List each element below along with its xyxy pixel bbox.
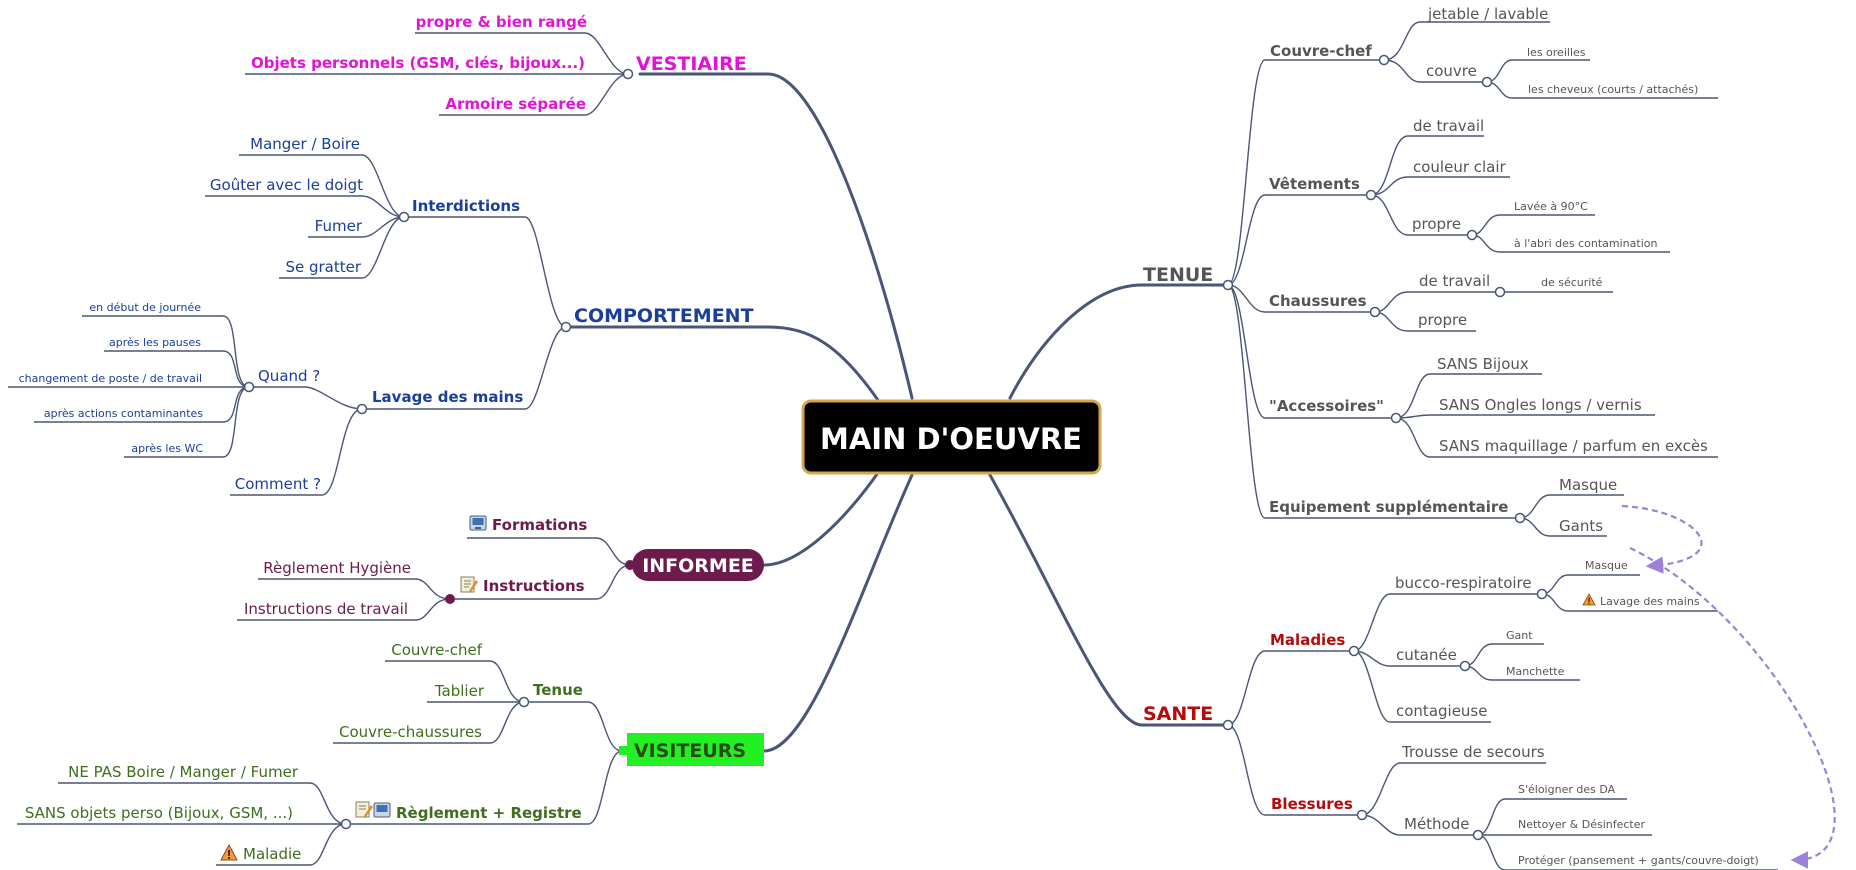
visiteurs-tenue-item[interactable]: Tablier bbox=[434, 682, 485, 700]
visiteurs-tenue-label[interactable]: Tenue bbox=[533, 681, 583, 699]
quand-item[interactable]: après les pauses bbox=[109, 336, 201, 349]
relationship-arrows bbox=[1621, 504, 1836, 869]
branch-informee[interactable]: INFORMEE bbox=[632, 549, 764, 581]
instructions-item[interactable]: Règlement Hygiène bbox=[263, 559, 411, 577]
computer-icon bbox=[469, 515, 487, 531]
tenue-item[interactable]: de travail bbox=[1419, 272, 1490, 290]
interdictions-label[interactable]: Interdictions bbox=[412, 197, 520, 215]
tenue-item[interactable]: propre bbox=[1418, 311, 1467, 329]
sante-subitem[interactable]: Protéger (pansement + gants/couvre-doigt… bbox=[1518, 854, 1759, 867]
couvre-chef-label[interactable]: Couvre-chef bbox=[1270, 42, 1372, 60]
quand-item[interactable]: en début de journée bbox=[89, 301, 201, 314]
main-connectors bbox=[564, 72, 1230, 753]
quand-item[interactable]: après les WC bbox=[131, 442, 203, 455]
quand-item[interactable]: après actions contaminantes bbox=[44, 407, 203, 420]
quand-label[interactable]: Quand ? bbox=[258, 367, 320, 385]
instructions-label[interactable]: Instructions bbox=[483, 577, 585, 595]
reglement-item[interactable]: NE PAS Boire / Manger / Fumer bbox=[68, 763, 299, 781]
tenue-item[interactable]: couleur clair bbox=[1413, 158, 1507, 176]
tenue-item[interactable]: jetable / lavable bbox=[1427, 5, 1548, 23]
root-label: MAIN D'OEUVRE bbox=[820, 422, 1082, 456]
vestiaire-title: VESTIAIRE bbox=[636, 53, 747, 75]
tenue-item[interactable]: SANS maquillage / parfum en excès bbox=[1439, 437, 1708, 455]
note-computer-icon bbox=[355, 801, 391, 818]
reglement-label[interactable]: Règlement + Registre bbox=[396, 804, 582, 822]
vetements-label[interactable]: Vêtements bbox=[1269, 175, 1360, 193]
equipement-label[interactable]: Equipement supplémentaire bbox=[1269, 498, 1508, 516]
connector-vestiaire bbox=[638, 72, 914, 400]
tenue-item[interactable]: SANS Ongles longs / vernis bbox=[1439, 396, 1642, 414]
tenue-subitem[interactable]: à l'abri des contamination bbox=[1514, 237, 1657, 250]
thin-connectors bbox=[8, 21, 1778, 870]
connector-comportement bbox=[564, 325, 882, 405]
sante-subitem[interactable]: Gant bbox=[1506, 629, 1533, 642]
sante-subitem[interactable]: S'éloigner des DA bbox=[1518, 783, 1616, 796]
tenue-item[interactable]: Masque bbox=[1559, 476, 1617, 494]
informee-title: INFORMEE bbox=[642, 555, 754, 577]
maladies-label[interactable]: Maladies bbox=[1270, 631, 1345, 649]
sante-subitem[interactable]: Manchette bbox=[1506, 665, 1565, 678]
tenue-subitem[interactable]: de sécurité bbox=[1541, 276, 1603, 289]
sante-item[interactable]: Trousse de secours bbox=[1401, 743, 1545, 761]
instructions-item[interactable]: Instructions de travail bbox=[244, 600, 408, 618]
sante-item[interactable]: cutanée bbox=[1396, 646, 1457, 664]
interdiction-item[interactable]: Manger / Boire bbox=[250, 135, 360, 153]
branch-visiteurs[interactable]: VISITEURS bbox=[627, 733, 764, 766]
connector-visiteurs bbox=[762, 473, 914, 753]
tenue-item[interactable]: couvre bbox=[1426, 62, 1477, 80]
interdiction-item[interactable]: Se gratter bbox=[285, 258, 361, 276]
node-dot-visiteurs bbox=[619, 746, 627, 755]
sante-item[interactable]: Méthode bbox=[1404, 815, 1470, 833]
interdiction-item[interactable]: Fumer bbox=[315, 217, 363, 235]
sante-item[interactable]: bucco-respiratoire bbox=[1395, 574, 1532, 592]
comment-label[interactable]: Comment ? bbox=[235, 475, 321, 493]
node-dot-instructions bbox=[445, 594, 455, 604]
relation-gants-arrow bbox=[1629, 547, 1836, 869]
node-dots bbox=[243, 54, 1548, 841]
reglement-item[interactable]: Maladie bbox=[243, 845, 301, 863]
tenue-item[interactable]: propre bbox=[1412, 215, 1461, 233]
tenue-item[interactable]: Gants bbox=[1559, 517, 1603, 535]
blessures-label[interactable]: Blessures bbox=[1271, 795, 1353, 813]
vestiaire-item[interactable]: Armoire séparée bbox=[445, 95, 586, 113]
root-node[interactable]: MAIN D'OEUVRE bbox=[801, 399, 1102, 475]
tenue-subitem[interactable]: les oreilles bbox=[1527, 46, 1586, 59]
comportement-title[interactable]: COMPORTEMENT bbox=[574, 305, 754, 327]
sante-subitem[interactable]: Nettoyer & Désinfecter bbox=[1518, 818, 1645, 831]
visiteurs-tenue-item[interactable]: Couvre-chaussures bbox=[339, 723, 482, 741]
sante-title[interactable]: SANTE bbox=[1143, 703, 1213, 725]
tenue-subitem[interactable]: Lavée à 90°C bbox=[1514, 200, 1588, 213]
visiteurs-title: VISITEURS bbox=[634, 740, 746, 762]
connector-informee bbox=[762, 468, 882, 567]
tenue-title[interactable]: TENUE bbox=[1143, 264, 1213, 286]
lavage-label[interactable]: Lavage des mains bbox=[372, 388, 523, 406]
chaussures-label[interactable]: Chaussures bbox=[1269, 292, 1367, 310]
tenue-item[interactable]: SANS Bijoux bbox=[1437, 355, 1529, 373]
note-icon bbox=[460, 576, 478, 593]
sante-subitem[interactable]: Masque bbox=[1585, 559, 1628, 572]
sante-subitem[interactable]: Lavage des mains bbox=[1600, 595, 1700, 608]
branch-vestiaire[interactable]: VESTIAIRE bbox=[636, 53, 747, 75]
quand-item[interactable]: changement de poste / de travail bbox=[19, 372, 202, 385]
reglement-item[interactable]: SANS objets perso (Bijoux, GSM, ...) bbox=[25, 804, 293, 822]
tenue-item[interactable]: de travail bbox=[1413, 117, 1484, 135]
warning-icon bbox=[220, 843, 238, 861]
interdiction-item[interactable]: Goûter avec le doigt bbox=[210, 176, 363, 194]
warning-icon bbox=[1582, 593, 1596, 606]
visiteurs-tenue-item[interactable]: Couvre-chef bbox=[391, 641, 482, 659]
vestiaire-item[interactable]: propre & bien rangé bbox=[416, 13, 587, 31]
connector-sante bbox=[988, 473, 1230, 727]
relation-masque-arrow bbox=[1621, 504, 1703, 574]
tenue-subitem[interactable]: les cheveux (courts / attachés) bbox=[1528, 83, 1698, 96]
sante-item[interactable]: contagieuse bbox=[1396, 702, 1487, 720]
connector-tenue bbox=[1008, 283, 1230, 400]
formations-label[interactable]: Formations bbox=[492, 516, 587, 534]
accessoires-label[interactable]: "Accessoires" bbox=[1269, 397, 1384, 415]
vestiaire-item[interactable]: Objets personnels (GSM, clés, bijoux...) bbox=[251, 54, 585, 72]
